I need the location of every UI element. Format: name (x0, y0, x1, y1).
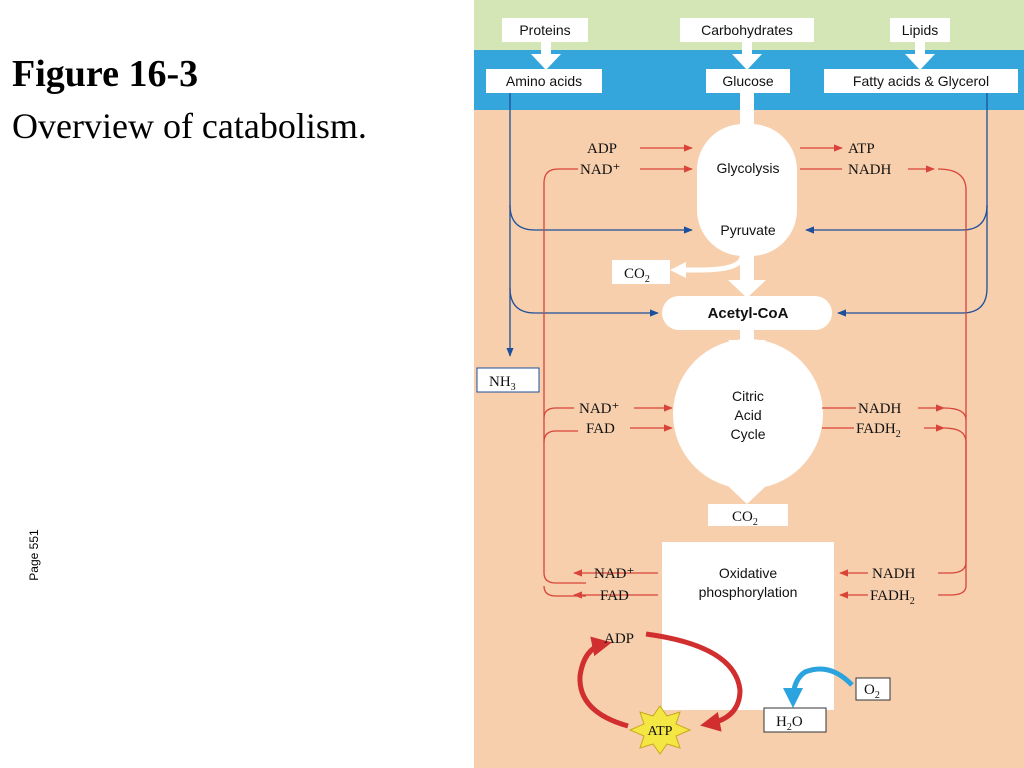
svg-text:NADH: NADH (872, 566, 915, 582)
acetyl-coa-label: Acetyl-CoA (708, 305, 789, 322)
glycolysis-pyruvate-capsule (697, 124, 797, 256)
adp-atp-cycle: ADP ATP (577, 631, 743, 755)
atp-label: ATP (648, 724, 673, 739)
svg-text:Glucose: Glucose (722, 73, 774, 89)
adp-label: ADP (604, 631, 634, 647)
svg-text:FAD: FAD (586, 421, 615, 437)
svg-text:Citric: Citric (732, 388, 764, 404)
svg-text:NAD⁺: NAD⁺ (579, 401, 619, 417)
svg-text:NAD⁺: NAD⁺ (594, 566, 634, 582)
svg-text:Cycle: Cycle (730, 426, 765, 442)
svg-text:ATP: ATP (848, 141, 875, 157)
svg-text:Fatty acids & Glycerol: Fatty acids & Glycerol (853, 73, 989, 89)
lipids-box: Lipids (890, 18, 950, 42)
amino-acids-box: Amino acids (486, 69, 602, 93)
atp-starburst (628, 705, 692, 755)
proteins-box: Proteins (502, 18, 588, 42)
svg-text:Carbohydrates: Carbohydrates (701, 22, 793, 38)
carbohydrates-box: Carbohydrates (680, 18, 814, 42)
svg-text:Amino acids: Amino acids (506, 73, 582, 89)
red-cofactor-arrows (543, 144, 967, 599)
svg-text:ADP: ADP (587, 141, 617, 157)
svg-text:Acid: Acid (734, 407, 761, 423)
citric-acid-cycle-circle (673, 339, 823, 489)
svg-text:NAD⁺: NAD⁺ (580, 162, 620, 178)
oxidative-phosphorylation-box (662, 542, 834, 710)
svg-text:Oxidative: Oxidative (719, 565, 778, 581)
svg-text:NADH: NADH (848, 162, 891, 178)
blue-feed-arrows (506, 93, 988, 357)
svg-text:H2O: H2O (776, 714, 803, 733)
svg-text:phosphorylation: phosphorylation (699, 584, 798, 600)
svg-text:FAD: FAD (600, 588, 629, 604)
glycolysis-label: Glycolysis (716, 160, 779, 176)
svg-text:NH3: NH3 (489, 374, 516, 393)
svg-text:CO2: CO2 (624, 266, 650, 285)
svg-text:NADH: NADH (858, 401, 901, 417)
citric-co2-box (708, 504, 788, 526)
source-arrows (531, 42, 935, 70)
glucose-box: Glucose (706, 69, 790, 93)
nh3-box (476, 367, 540, 393)
pyruvate-co2-arrow (682, 255, 745, 273)
pyruvate-label: Pyruvate (720, 222, 775, 238)
o2-box (855, 677, 891, 701)
fatty-acids-glycerol-box: Fatty acids & Glycerol (824, 69, 1018, 93)
figure-caption: Overview of catabolism. (12, 106, 367, 146)
svg-text:FADH2: FADH2 (856, 421, 901, 440)
svg-text:O2: O2 (864, 682, 880, 701)
figure-title: Figure 16-3 (12, 53, 199, 95)
cofactor-labels: ADP NAD⁺ ATP NADH NAD⁺ FAD NADH FADH2 NA… (579, 141, 915, 607)
h2o-box (763, 707, 827, 733)
svg-text:Lipids: Lipids (902, 22, 939, 38)
acetyl-coa-box (662, 296, 832, 330)
svg-text:Proteins: Proteins (519, 22, 570, 38)
svg-text:FADH2: FADH2 (870, 588, 915, 607)
oxygen-water-arrow: O2 H2O (763, 666, 891, 733)
svg-text:CO2: CO2 (732, 509, 758, 528)
pyruvate-co2-box (612, 260, 670, 284)
